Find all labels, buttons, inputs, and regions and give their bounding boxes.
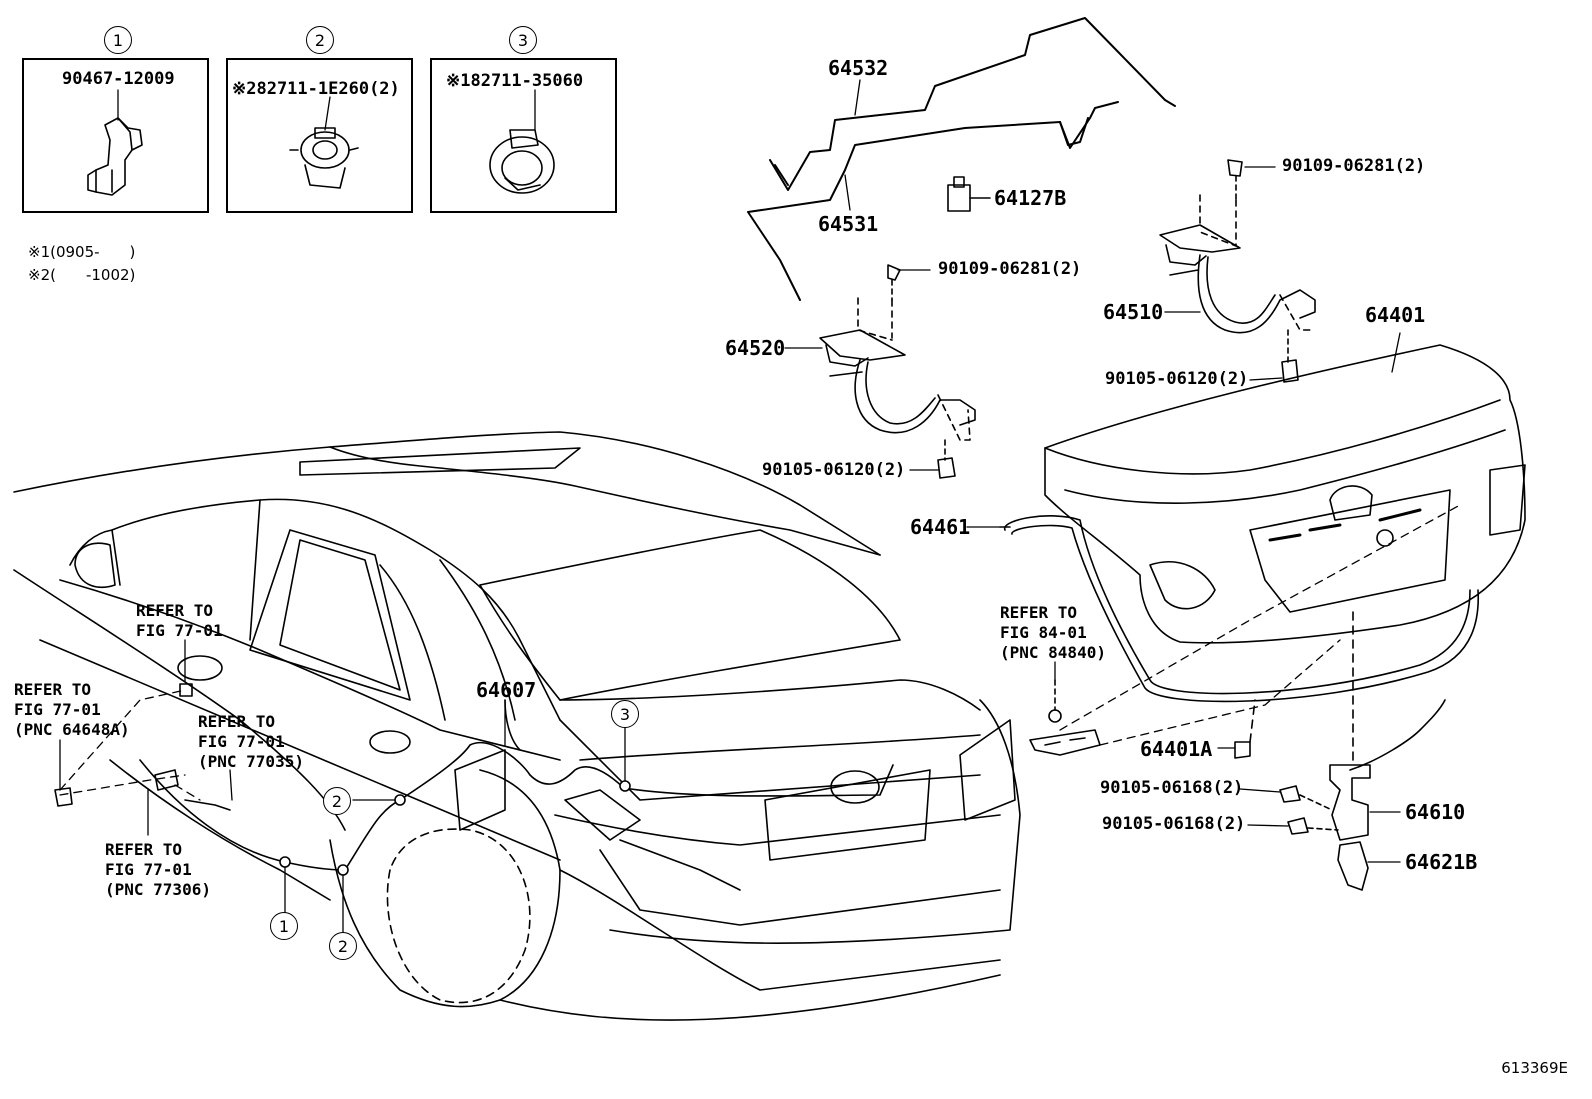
harness-clip-dots bbox=[279, 780, 631, 876]
callout-clip-3: 3 bbox=[611, 700, 639, 728]
weatherstrip-64461 bbox=[999, 515, 1480, 703]
inset-box-1 bbox=[22, 58, 209, 213]
label-90105-06120-right: 90105-06120(2) bbox=[1105, 369, 1249, 389]
inset-clip-1 bbox=[87, 117, 143, 196]
guide-lines bbox=[59, 504, 1461, 801]
note-2: ※2( -1002) bbox=[28, 266, 136, 284]
label-64610: 64610 bbox=[1405, 800, 1466, 824]
torsion-rods bbox=[747, 17, 1176, 301]
hinge-64510 bbox=[1159, 159, 1316, 383]
hinge-64520 bbox=[819, 264, 976, 479]
label-90109-06281-left: 90109-06281(2) bbox=[938, 259, 1082, 279]
refer-fig-77-01-upper: REFER TO FIG 77-01 bbox=[136, 601, 223, 640]
refer-fig-77-01-pnc-77306: REFER TO FIG 77-01 (PNC 77306) bbox=[105, 840, 211, 899]
label-64461: 64461 bbox=[910, 515, 971, 539]
refer-fig-84-01-pnc-84840: REFER TO FIG 84-01 (PNC 84840) bbox=[1000, 603, 1106, 662]
label-64607: 64607 bbox=[476, 678, 537, 702]
label-64532: 64532 bbox=[828, 56, 889, 80]
figure-id: 613369E bbox=[1501, 1059, 1568, 1077]
label-64531: 64531 bbox=[818, 212, 879, 236]
stopper-64127B bbox=[947, 176, 991, 212]
inset-part-1: 90467-12009 bbox=[62, 69, 175, 89]
inset-box-3 bbox=[430, 58, 617, 213]
callout-clip-1: 1 bbox=[270, 912, 298, 940]
inset-number-3: 3 bbox=[509, 26, 537, 54]
inset-box-2 bbox=[226, 58, 413, 213]
refer-fig-77-01-pnc-77035: REFER TO FIG 77-01 (PNC 77035) bbox=[198, 712, 304, 771]
label-64520: 64520 bbox=[725, 336, 786, 360]
inset-part-2: ※282711-1E260(2) bbox=[232, 79, 400, 99]
label-90109-06281-right: 90109-06281(2) bbox=[1282, 156, 1426, 176]
label-90105-06168-upper: 90105-06168(2) bbox=[1100, 778, 1244, 798]
leader-lines bbox=[59, 79, 1401, 933]
car-body bbox=[13, 431, 1021, 1021]
label-90105-06168-lower: 90105-06168(2) bbox=[1102, 814, 1246, 834]
label-64401A: 64401A bbox=[1140, 737, 1213, 761]
callout-clip-2-upper: 2 bbox=[323, 787, 351, 815]
trunk-lid bbox=[1044, 344, 1526, 644]
inset-part-3: ※182711-35060 bbox=[446, 71, 584, 91]
label-90105-06120-left: 90105-06120(2) bbox=[762, 460, 906, 480]
label-64510: 64510 bbox=[1103, 300, 1164, 324]
inset-number-1: 1 bbox=[104, 26, 132, 54]
callout-clip-2-lower: 2 bbox=[329, 932, 357, 960]
label-64127B: 64127B bbox=[994, 186, 1067, 210]
inset-clip-2 bbox=[289, 127, 359, 189]
label-64401: 64401 bbox=[1365, 303, 1426, 327]
note-1: ※1(0905- ) bbox=[28, 243, 136, 261]
label-64621B: 64621B bbox=[1405, 850, 1478, 874]
inset-clip-3 bbox=[489, 129, 555, 194]
inset-number-2: 2 bbox=[306, 26, 334, 54]
latch-parts bbox=[54, 611, 1446, 891]
refer-fig-77-01-pnc-64648a: REFER TO FIG 77-01 (PNC 64648A) bbox=[14, 680, 130, 739]
